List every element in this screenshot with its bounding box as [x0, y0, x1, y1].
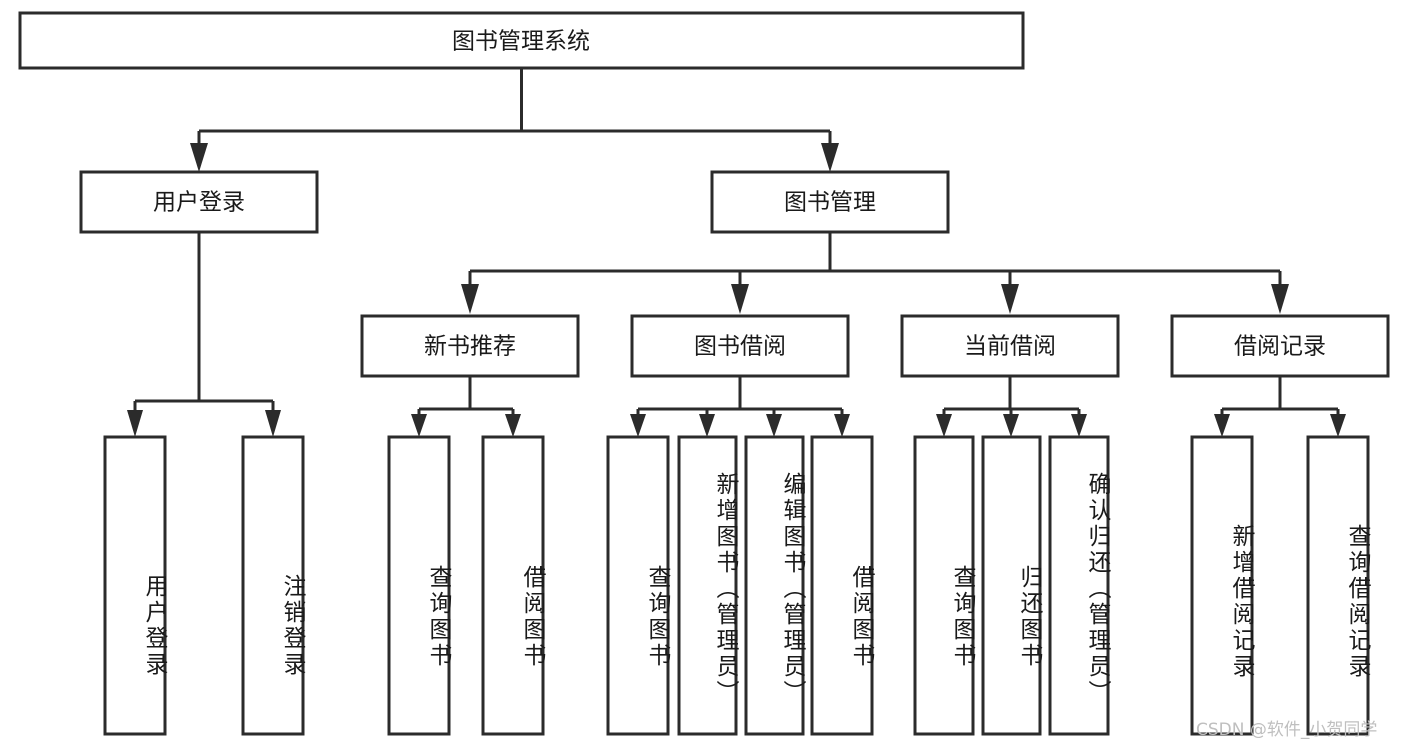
csdn-watermark: CSDN @软件_小贺同学: [1196, 720, 1378, 740]
node-leaf-query-book-2-box[interactable]: [606, 435, 670, 736]
arrow-head-leaf-borrow-book-1: [505, 414, 521, 437]
arrow-head-borrow-record: [1271, 284, 1289, 314]
node-book-borrow-label: 图书借阅: [694, 334, 786, 360]
node-borrow-record-label: 借阅记录: [1234, 334, 1326, 360]
node-user-login[interactable]: 用户登录: [79, 170, 319, 234]
arrow-head-leaf-query-record: [1330, 414, 1346, 437]
arrow-head-book-manage: [821, 143, 839, 172]
connector-group-new-book-recommend: [411, 376, 521, 437]
arrow-head-leaf-borrow-book-2: [834, 414, 850, 437]
connector-group-current-borrow: [936, 376, 1087, 437]
node-book-manage-label: 图书管理: [784, 190, 876, 216]
node-book-borrow[interactable]: 图书借阅: [630, 314, 850, 378]
node-borrow-record[interactable]: 借阅记录: [1170, 314, 1390, 378]
node-borrow-record-box[interactable]: [1170, 314, 1390, 378]
arrow-head-leaf-edit-book: [766, 414, 782, 437]
node-leaf-edit-book-box[interactable]: [744, 435, 805, 736]
node-new-book-recommend-box[interactable]: [360, 314, 580, 378]
arrow-head-new-book-recommend: [461, 284, 479, 314]
node-user-login-label: 用户登录: [153, 190, 245, 216]
node-leaf-query-book-1-box[interactable]: [387, 435, 451, 736]
arrow-head-book-borrow: [731, 284, 749, 314]
connector-group-borrow-record: [1214, 376, 1346, 437]
node-root-box[interactable]: [18, 11, 1025, 70]
node-leaf-borrow-book-1-box[interactable]: [481, 435, 545, 736]
node-leaf-return-book-box[interactable]: [981, 435, 1042, 736]
node-current-borrow-box[interactable]: [900, 314, 1120, 378]
arrow-head-user-login: [190, 143, 208, 172]
node-leaf-confirm-return-box[interactable]: [1048, 435, 1110, 736]
node-new-book-recommend-label: 新书推荐: [424, 334, 516, 360]
connector-group-book-borrow: [630, 376, 850, 437]
node-leaf-query-book-3-box[interactable]: [913, 435, 975, 736]
arrow-head-leaf-query-book-3: [936, 414, 952, 437]
connector-group-root: [190, 68, 839, 172]
node-leaf-add-record-box[interactable]: [1190, 435, 1254, 736]
arrow-head-leaf-add-book: [699, 414, 715, 437]
node-book-manage[interactable]: 图书管理: [710, 170, 950, 234]
node-current-borrow-label: 当前借阅: [964, 334, 1056, 360]
node-book-manage-box[interactable]: [710, 170, 950, 234]
node-new-book-recommend[interactable]: 新书推荐: [360, 314, 580, 378]
node-root-label: 图书管理系统: [452, 29, 590, 55]
connector-group-book-manage: [461, 232, 1289, 314]
arrow-head-leaf-return-book: [1003, 414, 1019, 437]
node-leaf-user-login-box[interactable]: [103, 435, 167, 736]
arrow-head-leaf-query-book-2: [630, 414, 646, 437]
arrow-head-leaf-confirm-return: [1071, 414, 1087, 437]
connector-group-user-login: [127, 232, 281, 437]
node-leaf-add-book-box[interactable]: [677, 435, 738, 736]
node-leaf-query-record-box[interactable]: [1306, 435, 1370, 736]
leaf-boxes-group: [103, 435, 1370, 736]
arrow-head-leaf-logout: [265, 410, 281, 437]
arrow-head-leaf-user-login: [127, 410, 143, 437]
node-book-borrow-box[interactable]: [630, 314, 850, 378]
node-leaf-logout-box[interactable]: [241, 435, 305, 736]
node-leaf-borrow-book-2-box[interactable]: [810, 435, 874, 736]
arrow-head-leaf-add-record: [1214, 414, 1230, 437]
arrow-head-leaf-query-book-1: [411, 414, 427, 437]
node-current-borrow[interactable]: 当前借阅: [900, 314, 1120, 378]
arrow-head-current-borrow: [1001, 284, 1019, 314]
node-user-login-box[interactable]: [79, 170, 319, 234]
node-root[interactable]: 图书管理系统: [18, 11, 1025, 70]
